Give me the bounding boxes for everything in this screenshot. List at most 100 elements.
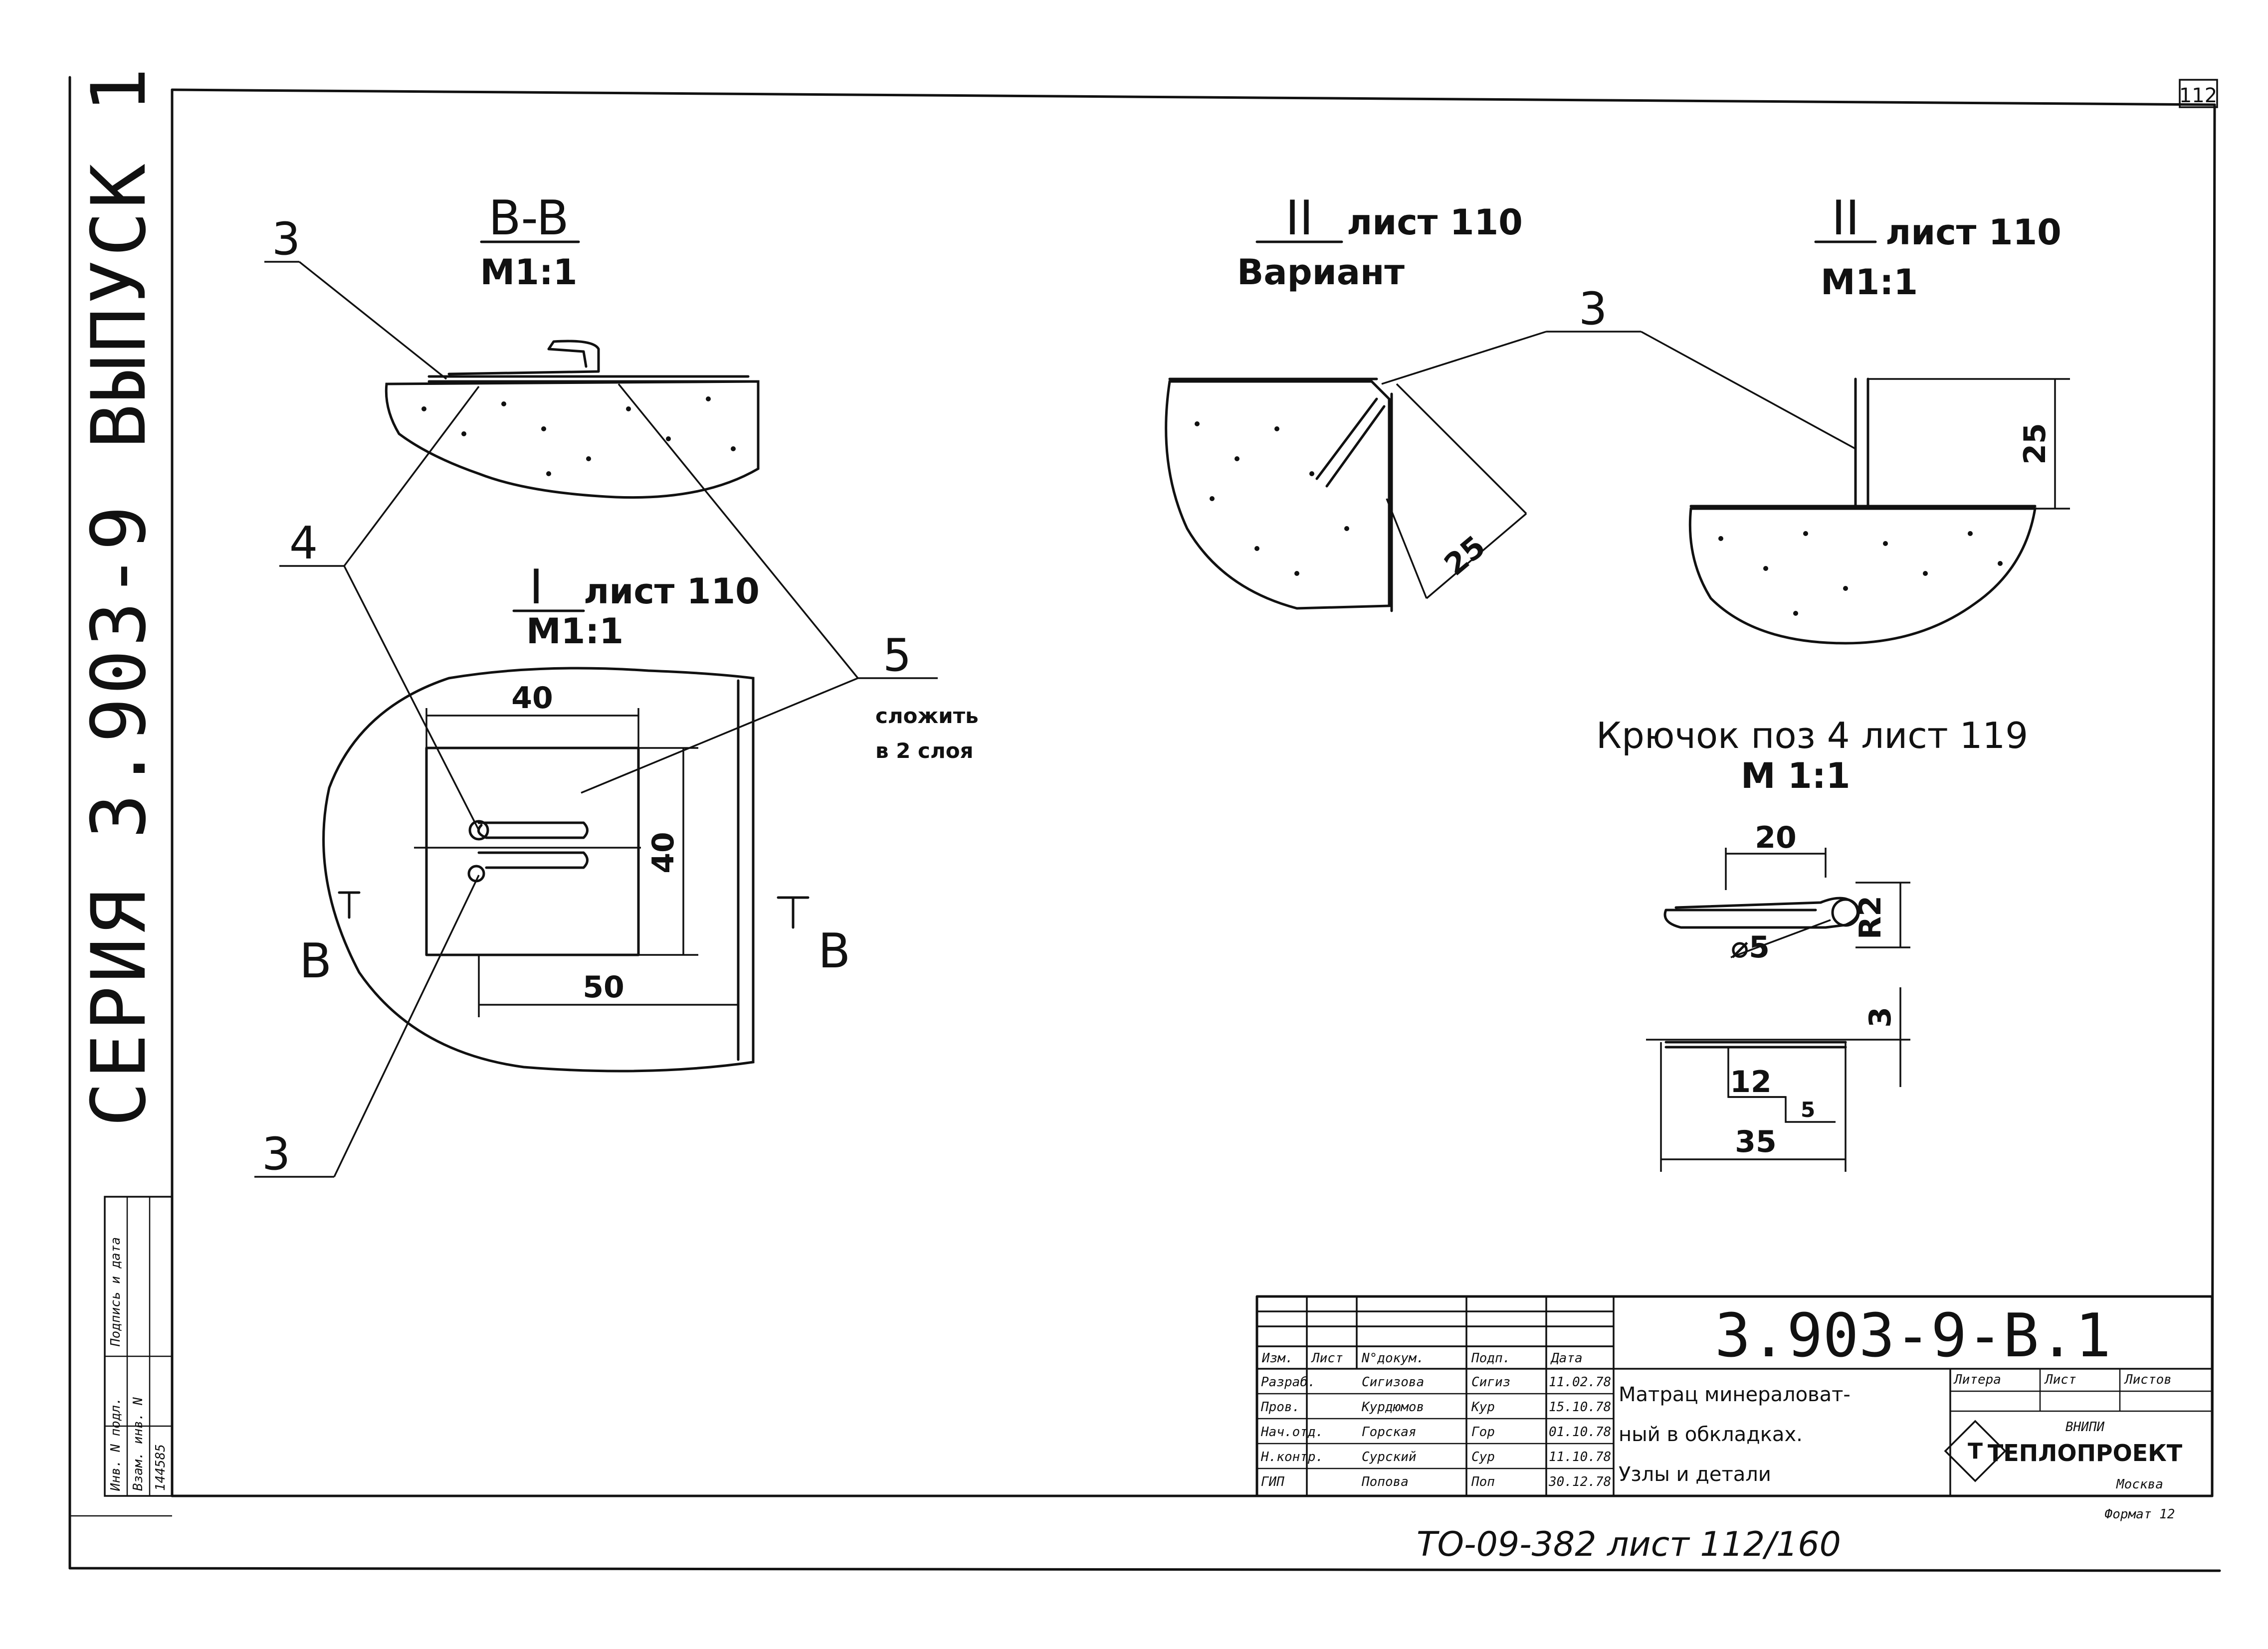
tb-row-role: Нач.отд. <box>1260 1425 1323 1440</box>
hook-dim-dia: ⌀5 <box>1731 930 1770 965</box>
view-ii-var-subtitle: Вариант <box>1237 252 1405 293</box>
view-ii-title: II <box>1832 191 1859 246</box>
page-number-box: 112 <box>2179 79 2218 108</box>
tb-desc-line-1: Матрац минераловат- <box>1619 1383 1851 1406</box>
tb-row-sign: Кур <box>1471 1400 1495 1415</box>
hook-dim-12: 12 <box>1730 1065 1772 1099</box>
tb-row-role: Разраб. <box>1261 1375 1316 1390</box>
view-ii: II лист 110 M1:1 25 <box>1688 191 2070 645</box>
stamp-inv-number: 144585 <box>153 1444 168 1491</box>
tb-city: Москва <box>2116 1477 2163 1492</box>
view-ii-ref: лист 110 <box>1885 212 2062 253</box>
leaders: 3 4 5 сложить в 2 слоя 3 <box>254 213 979 1180</box>
tb-row-role: Н.контр. <box>1260 1450 1323 1465</box>
view-ii-var-title: II <box>1285 191 1313 246</box>
tb-desc-line-3: Узлы и детали <box>1619 1463 1771 1486</box>
stamp-sign-label: Подпись и дата <box>108 1237 123 1347</box>
tb-sheets-label: Листов <box>2124 1372 2172 1387</box>
hook-dim-step: 5 <box>1801 1098 1815 1122</box>
tb-org-top: ВНИПИ <box>2065 1420 2105 1435</box>
view-i-scale: M1:1 <box>526 611 623 652</box>
tb-row-sign: Гор <box>1471 1425 1495 1440</box>
tb-row-sign: Сигиз <box>1471 1375 1510 1390</box>
ii-dim: 25 <box>2018 423 2053 465</box>
i-plate <box>425 746 640 956</box>
leader-3-right: 3 <box>1579 283 1607 335</box>
tb-row-date: 15.10.78 <box>1549 1400 1611 1415</box>
leader-5-note-2: в 2 слоя <box>875 738 974 763</box>
view-ii-var-ref: лист 110 <box>1347 202 1523 243</box>
tb-org: ТЕПЛОПРОЕКТ <box>1988 1440 2183 1466</box>
tb-col-doc: N°докум. <box>1361 1351 1424 1366</box>
leader-3-right-group: 3 <box>1381 283 1856 450</box>
org-logo: Т <box>1944 1420 2007 1482</box>
stamp-replace-label: Взам. инв. N <box>131 1397 146 1491</box>
tb-col-izm: Изм. <box>1261 1351 1293 1366</box>
page-number: 112 <box>2179 84 2217 107</box>
tb-row-date: 30.12.78 <box>1548 1474 1611 1489</box>
tb-row-sign: Сур <box>1471 1450 1495 1465</box>
footer-doc-ref: ТО-09-382 лист 112/160 <box>1417 1525 1841 1564</box>
tb-row-4: Н.контр. Сурский Сур 11.10.78 <box>1260 1450 1611 1465</box>
tb-row-role: ГИП <box>1261 1474 1284 1489</box>
bb-dots <box>421 396 736 476</box>
hook-dim-base: 35 <box>1735 1124 1777 1159</box>
tb-col-date: Дата <box>1550 1351 1583 1366</box>
ii-var-dim: 25 <box>1438 529 1492 582</box>
hook-dim-length: 20 <box>1755 820 1797 855</box>
view-bb: B-B M1:1 <box>385 191 760 499</box>
sheet-frame <box>68 76 2221 1572</box>
i-dim-width: 40 <box>511 681 553 716</box>
tb-row-name: Сурский <box>1362 1450 1417 1465</box>
tb-row-name: Попова <box>1361 1474 1409 1489</box>
hook-dim-r: R2 <box>1853 896 1888 939</box>
view-bb-title: B-B <box>488 191 569 246</box>
view-i: I лист 110 M1:1 40 40 50 B B <box>299 560 850 1073</box>
hook-detail: Крючок поз 4 лист 119 M 1:1 20 R2 ⌀5 3 3… <box>1596 715 2028 1172</box>
title-block: Изм. Лист N°докум. Подп. Дата Разраб. Си… <box>1255 1295 2214 1522</box>
tb-stage-label: Литера <box>1953 1372 2001 1387</box>
ii-concrete <box>1688 507 2037 645</box>
tb-row-name: Курдюмов <box>1361 1400 1424 1415</box>
tb-row-sign: Поп <box>1471 1474 1495 1489</box>
ii-var-concrete <box>1165 380 1391 610</box>
view-bb-scale: M1:1 <box>480 252 577 293</box>
ii-dots <box>1718 531 2003 616</box>
tb-col-sign: Подп. <box>1471 1351 1510 1366</box>
leader-5: 5 <box>883 629 911 682</box>
i-dim-height: 40 <box>646 832 681 874</box>
tb-row-5: ГИП Попова Поп 30.12.78 <box>1261 1474 1611 1489</box>
bb-hook <box>447 340 600 375</box>
tb-row-date: 01.10.78 <box>1549 1425 1611 1440</box>
tb-row-date: 11.10.78 <box>1549 1450 1611 1465</box>
i-section-right: B <box>818 924 850 979</box>
stamp-block: Инв. N подл. Подпись и дата Взам. инв. N… <box>104 1196 173 1497</box>
hook-plan <box>1663 897 1859 929</box>
leader-5-note-1: сложить <box>875 704 979 728</box>
view-i-title: I <box>529 560 543 615</box>
i-hook-lower <box>477 851 589 869</box>
view-ii-variant: II лист 110 Вариант 25 <box>1165 191 1527 612</box>
leader-4: 4 <box>289 517 318 569</box>
i-section-left: B <box>299 934 332 989</box>
tb-row-name: Горская <box>1362 1425 1417 1440</box>
leader-3-bottom: 3 <box>262 1128 290 1180</box>
leader-3-top: 3 <box>272 213 300 265</box>
hook-scale: M 1:1 <box>1741 755 1850 796</box>
hook-dim-thk: 3 <box>1863 1007 1898 1028</box>
tb-format: Формат 12 <box>2105 1507 2175 1522</box>
tb-designation: 3.903-9-B.1 <box>1715 1301 2111 1371</box>
tb-row-2: Пров. Курдюмов Кур 15.10.78 <box>1260 1400 1611 1415</box>
bb-concrete <box>385 380 760 499</box>
tb-col-list: Лист <box>1311 1351 1343 1366</box>
tb-sheet-label: Лист <box>2044 1372 2076 1387</box>
tb-row-name: Сигизова <box>1362 1375 1424 1390</box>
svg-text:Т: Т <box>1968 1439 1983 1464</box>
ii-var-dots <box>1195 421 1349 576</box>
tb-row-role: Пров. <box>1260 1400 1300 1415</box>
view-i-ref: лист 110 <box>584 571 760 612</box>
i-dim-bottom: 50 <box>583 970 624 1005</box>
stamp-inv-label: Инв. N подл. <box>108 1397 123 1491</box>
tb-row-1: Разраб. Сигизова Сигиз 11.02.78 <box>1261 1375 1611 1390</box>
